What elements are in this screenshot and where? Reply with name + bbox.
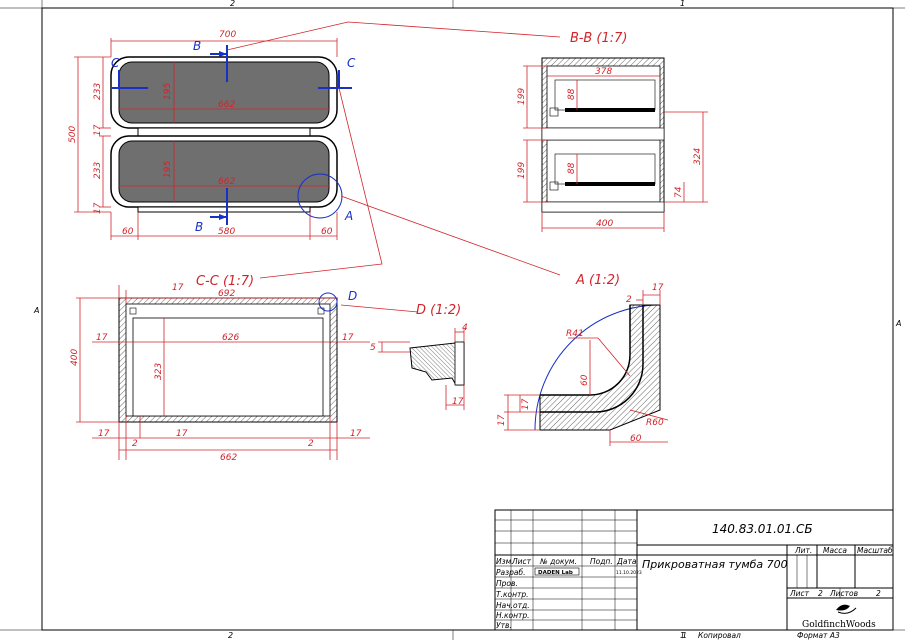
dim-60-left: 60 <box>122 227 134 237</box>
tb-sheets-label: Листов <box>829 589 858 598</box>
dim-662-top: 662 <box>218 100 235 110</box>
dim-500: 500 <box>68 126 78 143</box>
cc-label: C-C (1:7) <box>196 274 254 289</box>
dim-17-bottom: 17 <box>93 202 103 214</box>
tb-sheet-num: 2 <box>818 589 823 598</box>
a-dim-17-top: 17 <box>652 283 664 293</box>
section-b-top: B <box>193 39 201 53</box>
bb-dim-88-top: 88 <box>567 88 577 100</box>
bb-dim-199-top: 199 <box>517 88 527 105</box>
tb-r-nachotd: Нач.отд. <box>496 601 530 610</box>
tb-h-list: Лист <box>511 557 532 566</box>
tb-date: 11.10.2023 <box>616 570 642 576</box>
bb-dim-88-bottom: 88 <box>567 162 577 174</box>
zone-top-1: 1 <box>680 0 685 8</box>
zone-left-a: A <box>33 306 39 315</box>
tb-r-prov: Пров. <box>496 579 518 588</box>
tb-h-doc: № докум. <box>539 557 577 566</box>
cc-dim-17-br: 17 <box>350 429 362 439</box>
tb-title: Прикроватная тумба 700 <box>642 558 788 571</box>
section-b-bottom: B <box>195 220 203 234</box>
tb-r-nkontr: Н.контр. <box>496 611 530 620</box>
tb-h-izm: Изм. <box>496 557 514 566</box>
a-dim-17-left2: 17 <box>497 414 507 426</box>
d-dim-5: 5 <box>370 343 376 353</box>
tb-designation: 140.83.01.01.СБ <box>712 522 813 536</box>
tb-h-date: Дата <box>616 557 637 566</box>
tb-brand: GoldfinchWoods <box>802 620 876 630</box>
d-dim-4: 4 <box>462 323 468 333</box>
cc-dim-17-top: 17 <box>172 283 184 293</box>
d-label: D (1:2) <box>416 303 461 318</box>
title-block: Изм. Лист № докум. Подп. Дата Разраб. Пр… <box>494 509 894 640</box>
tb-sheets-num: 2 <box>876 589 881 598</box>
bird-logo-icon <box>836 604 857 614</box>
bb-dim-378: 378 <box>595 67 612 77</box>
a-dim-r41: R41 <box>566 329 584 339</box>
cc-dim-17-left: 17 <box>96 333 108 343</box>
cc-dim-662: 662 <box>220 453 237 463</box>
cc-dim-17-bl: 17 <box>98 429 110 439</box>
zone-top-2: 2 <box>230 0 235 8</box>
zone-bottom-2: 2 <box>228 631 233 640</box>
cc-dim-17-right: 17 <box>342 333 354 343</box>
leader-lines <box>226 21 561 313</box>
tb-h-sign: Подп. <box>590 557 613 566</box>
bb-label: B-B (1:7) <box>570 31 628 46</box>
cc-dim-2-right: 2 <box>308 439 314 449</box>
section-c-left: C <box>111 56 120 70</box>
tb-h-scale: Масштаб <box>857 546 893 555</box>
dim-233-top: 233 <box>93 83 103 100</box>
bb-dim-199-bottom: 199 <box>517 162 527 179</box>
bb-dim-74: 74 <box>674 186 684 198</box>
a-detail: A (1:2) 2 17 R41 60 17 17 R60 60 <box>497 273 669 446</box>
tb-company: DADEN Lab <box>538 570 573 576</box>
a-dim-60-horizontal: 60 <box>630 434 642 444</box>
a-dim-2: 2 <box>626 295 632 305</box>
dim-700: 700 <box>219 30 236 40</box>
detail-d-marker: D <box>348 289 357 303</box>
dim-662-bottom: 662 <box>218 177 235 187</box>
tb-sheet-label: Лист <box>789 589 810 598</box>
a-dim-17-left: 17 <box>521 398 531 410</box>
zone-bottom-1: 1 <box>682 631 687 640</box>
dim-60-right: 60 <box>321 227 333 237</box>
zone-right-a: A <box>895 319 901 328</box>
tb-r-tkontr: Т.контр. <box>496 590 529 599</box>
a-label: A (1:2) <box>575 273 620 288</box>
cc-dim-17-bm: 17 <box>176 429 188 439</box>
section-c-right: C <box>347 56 356 70</box>
dim-233-bottom: 233 <box>93 162 103 179</box>
dim-17-mid: 17 <box>93 124 103 136</box>
tb-h-mass: Масса <box>823 546 847 555</box>
cc-section: C-C (1:7) D 692 17 400 17 626 <box>70 274 370 463</box>
dim-580: 580 <box>218 227 235 237</box>
cc-dim-626: 626 <box>222 333 239 343</box>
bb-dim-324: 324 <box>693 148 703 165</box>
tb-h-lit: Лит. <box>794 546 812 555</box>
cc-dim-2-left: 2 <box>132 439 138 449</box>
detail-a-marker: A <box>344 209 353 223</box>
tb-r-utv: Утв. <box>496 621 512 630</box>
plan-view: 700 500 233 17 233 17 195 195 662 662 60… <box>68 30 356 240</box>
dim-195-bottom: 195 <box>163 161 173 178</box>
a-dim-60-vertical: 60 <box>580 374 590 386</box>
cc-dim-323: 323 <box>154 363 164 380</box>
dim-195-top: 195 <box>163 83 173 100</box>
tb-copied: Копировал <box>698 631 741 640</box>
cc-dim-400: 400 <box>70 349 80 366</box>
tb-format: Формат А3 <box>797 631 840 640</box>
a-dim-r60: R60 <box>646 418 664 428</box>
cc-dim-692: 692 <box>218 289 235 299</box>
tb-footer-num: 1 <box>680 631 685 640</box>
tb-r-razrab: Разраб. <box>496 568 525 577</box>
d-dim-17: 17 <box>452 397 464 407</box>
bb-dim-400: 400 <box>596 219 613 229</box>
d-detail: D (1:2) 4 5 17 <box>370 303 468 410</box>
bb-section: B-B (1:7) 378 1 <box>517 31 708 232</box>
